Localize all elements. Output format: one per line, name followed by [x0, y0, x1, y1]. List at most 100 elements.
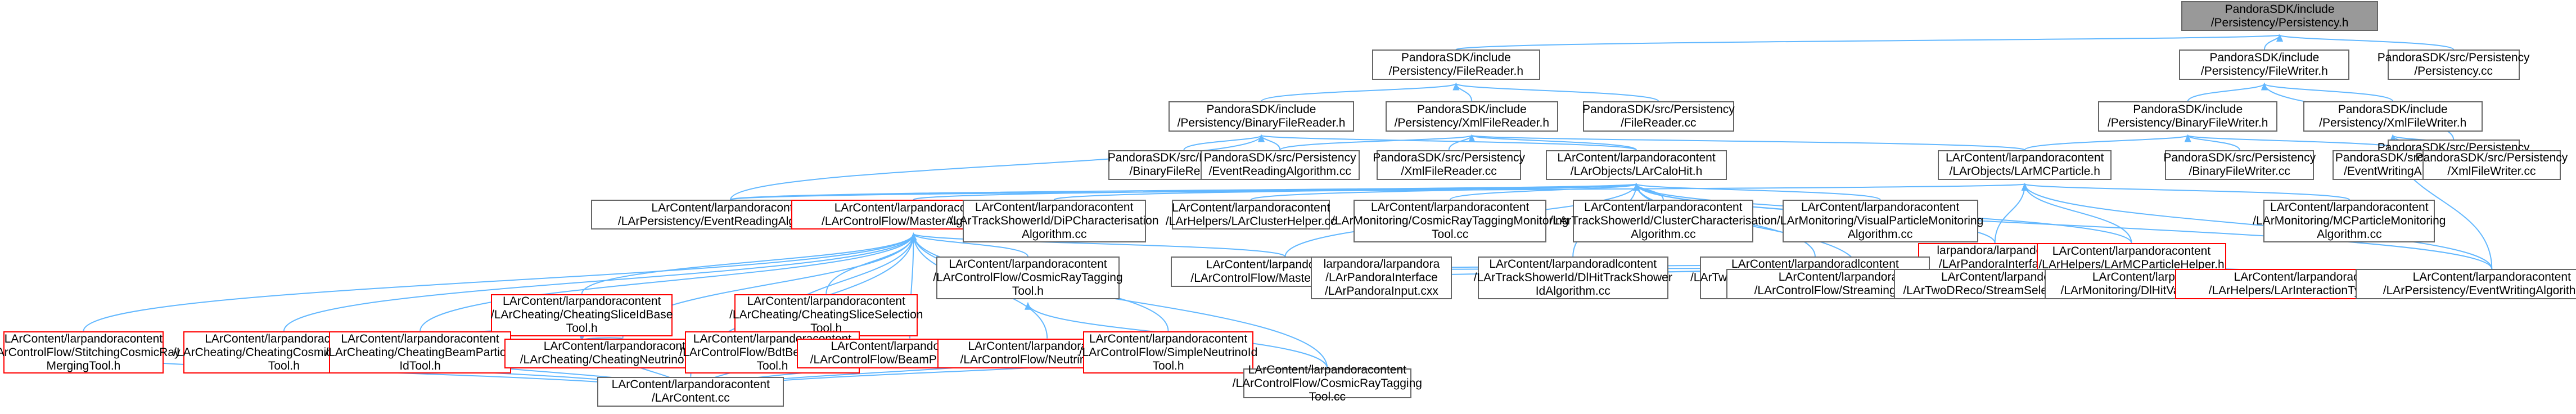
- node-label-line: PandoraSDK/src/Persistency: [2415, 151, 2568, 165]
- dependency-edge: [1994, 183, 2028, 244]
- node-label-line: LArContent/larpandoracontent: [747, 295, 905, 308]
- node-label-line: PandoraSDK/include: [1206, 102, 1316, 116]
- dependency-edge: [2022, 183, 2350, 201]
- node-label-line: PandoraSDK/src/Persistency: [1373, 151, 1526, 165]
- node-label-line: Tool.h: [1152, 359, 1184, 372]
- dependency-edge: [730, 183, 2027, 201]
- dependency-edge: [1279, 134, 1475, 151]
- node-label-line: /LArCheating/CheatingBeamParticle: [325, 345, 515, 359]
- node-label-line: /LArPersistency/EventReadingAlgorithm.cc: [617, 214, 843, 228]
- graph-node-persistency-h: PandoraSDK/include/Persistency/Persisten…: [2181, 1, 2378, 32]
- node-label-line: LArContent/larpandoracontent: [2270, 200, 2429, 214]
- graph-node-cosmicraytagging-h[interactable]: LArContent/larpandoracontent/LArControlF…: [933, 256, 1123, 299]
- node-label-line: PandoraSDK/src/Persistency: [1582, 102, 1735, 116]
- dependency-edge: [2261, 82, 2394, 102]
- node-label-line: /LArContent.cc: [651, 392, 730, 405]
- graph-node-cosmicraytagging-cc[interactable]: LArContent/larpandoracontent/LArControlF…: [1233, 363, 1422, 403]
- graph-node-cheatingneutrinoid-h[interactable]: LArContent/larpandoracontent/LArCheating…: [504, 338, 742, 369]
- node-label-line: Algorithm.cc: [1631, 227, 1696, 241]
- node-label-line: /LArCheating/CheatingSliceIdBase: [491, 308, 673, 322]
- node-label-line: /FileReader.cc: [1621, 116, 1697, 129]
- graph-node-dipcharacterisation-cc[interactable]: LArContent/larpandoracontent/LArTrackSho…: [950, 200, 1159, 242]
- graph-node-binaryfilewriter-cc[interactable]: PandoraSDK/src/Persistency/BinaryFileWri…: [2163, 150, 2316, 181]
- graph-node-filewriter-h[interactable]: PandoraSDK/include/Persistency/FileWrite…: [2179, 50, 2350, 80]
- node-label-line: Algorithm.cc: [1021, 227, 1087, 241]
- node-label-line: /XmlFileReader.cc: [1401, 165, 1497, 178]
- graph-node-visualparticlemonitoring-cc[interactable]: LArContent/larpandoracontent/LArMonitori…: [1777, 200, 1983, 242]
- node-label-line: IdAlgorithm.cc: [1535, 285, 1610, 298]
- dependency-edge: [1258, 134, 1637, 151]
- graph-node-clustercharacterisation-cc[interactable]: LArContent/larpandoracontent/LArTrackSho…: [1550, 200, 1777, 242]
- node-label-line: /LArPandoraInterface: [1938, 258, 2051, 271]
- graph-node-dlhittrackshower-cc[interactable]: LArContent/larpandoradlcontent/LArTrackS…: [1474, 256, 1672, 299]
- node-label-line: PandoraSDK/src/Persistency: [1203, 151, 1356, 165]
- graph-node-cheatingsliceselection-h[interactable]: LArContent/larpandoracontent/LArCheating…: [729, 294, 923, 336]
- graph-node-xmlfilereader-cc[interactable]: PandoraSDK/src/Persistency/XmlFileReader…: [1373, 150, 1525, 181]
- node-label-line: /EventReadingAlgorithm.cc: [1208, 165, 1351, 178]
- graph-node-cosmicraytaggingmonitoring-cc[interactable]: LArContent/larpandoracontent/LArMonitori…: [1332, 200, 1568, 242]
- node-label-line: /Persistency.cc: [2414, 64, 2493, 78]
- node-label-line: LArContent/larpandoradlcontent: [1731, 258, 1899, 271]
- node-label-line: LArContent/larpandoracontent: [1584, 200, 1743, 214]
- dependency-edge: [2024, 134, 2191, 151]
- graph-node-cheatingbeamparticle-h[interactable]: LArContent/larpandoracontent/LArCheating…: [325, 331, 515, 374]
- node-label-line: /LArControlFlow/SimpleNeutrinoId: [1079, 345, 1258, 359]
- node-label-line: LArContent/larpandoracontent: [1089, 332, 1248, 345]
- node-label-line: PandoraSDK/include: [2133, 102, 2243, 116]
- graph-node-cheatingslicebase-h[interactable]: LArContent/larpandoracontent/LArCheating…: [491, 294, 673, 336]
- graph-node-larcontent-cc[interactable]: LArContent/larpandoracontent/LArContent.…: [597, 376, 784, 407]
- dependency-edge: [2021, 183, 2493, 269]
- graph-node-larclusterhelper-cc[interactable]: LArContent/larpandoracontent/LArHelpers/…: [1166, 200, 1336, 230]
- node-label-line: LArContent/larpandoracontent: [975, 200, 1134, 214]
- graph-node-larpandorainput-cxx[interactable]: larpandora/larpandora/LArPandoraInterfac…: [1311, 256, 1452, 299]
- node-label-line: PandoraSDK/include: [2338, 102, 2448, 116]
- graph-node-larmcparticlehelper-h[interactable]: LArContent/larpandoracontent/LArHelpers/…: [2036, 243, 2227, 273]
- node-label-line: LArContent/larpandoracontent: [651, 201, 810, 214]
- node-label-line: /LArMonitoring/CosmicRayTaggingMonitorin…: [1332, 214, 1569, 227]
- graph-node-lararcaltpc-h[interactable]: LArContent/larpandoracontent/LArObjects/…: [1545, 150, 1727, 181]
- node-label-line: Algorithm.cc: [1847, 227, 1913, 241]
- graph-node-xmlfilereader-h[interactable]: PandoraSDK/include/Persistency/XmlFileRe…: [1385, 101, 1558, 132]
- graph-node-simpleneutrinoid-h[interactable]: LArContent/larpandoracontent/LArControlF…: [1079, 331, 1257, 374]
- node-label-line: /LArTrackShowerId/DlHitTrackShower: [1473, 271, 1672, 285]
- node-label-line: LArContent/larpandoracontent: [1801, 200, 1960, 214]
- node-label-line: LArContent/larpandoracontent: [341, 332, 499, 345]
- node-label-line: PandoraSDK/include: [2225, 2, 2335, 16]
- node-label-line: Tool.cc: [1432, 227, 1469, 241]
- node-label-line: /LArControlFlow/CosmicRayTagging: [1232, 376, 1422, 390]
- graph-node-eventreadingalgorithm-cc[interactable]: PandoraSDK/src/Persistency/EventReadingA…: [1200, 150, 1360, 181]
- node-label-line: /LArTrackShowerId/ClusterCharacterisatio…: [1549, 214, 1777, 227]
- node-label-line: /LArMonitoring/MCParticleMonitoring: [2253, 214, 2446, 227]
- graph-node-xmlfilewriter-cc[interactable]: PandoraSDK/src/Persistency/XmlFileWriter…: [2416, 150, 2568, 181]
- node-label-line: PandoraSDK/include: [2209, 51, 2320, 64]
- graph-node-mcparticlemonitoring-cc[interactable]: LArContent/larpandoracontent/LArMonitori…: [2253, 200, 2446, 242]
- node-label-line: /LArObjects/LArMCParticle.h: [1949, 165, 2100, 178]
- dependency-edge: [1469, 134, 2025, 151]
- graph-node-xmlfilewriter-h[interactable]: PandoraSDK/include/Persistency/XmlFileWr…: [2303, 101, 2483, 132]
- node-label-line: PandoraSDK/src/Persistency: [2377, 51, 2530, 64]
- graph-node-lar-eventwritingalgorithm-cc[interactable]: LArContent/larpandoracontent/LArPersiste…: [2356, 269, 2576, 299]
- node-label-line: PandoraSDK/include: [1401, 51, 1511, 64]
- node-label-line: LArContent/larpandoracontent: [834, 201, 993, 214]
- node-label-line: /Persistency/BinaryFileReader.h: [1177, 116, 1346, 129]
- dependency-edge: [1449, 183, 1640, 201]
- node-label-line: /LArCheating/CheatingSliceSelection: [729, 308, 923, 322]
- graph-node-stitchingcosmicraymerging-h[interactable]: LArContent/larpandoracontent/LArControlF…: [0, 331, 181, 374]
- graph-node-binaryfilewriter-h[interactable]: PandoraSDK/include/Persistency/BinaryFil…: [2098, 101, 2278, 132]
- graph-node-filereader-h[interactable]: PandoraSDK/include/Persistency/FileReade…: [1372, 50, 1541, 80]
- graph-node-filereader-cc[interactable]: PandoraSDK/src/Persistency/FileReader.cc: [1582, 101, 1735, 132]
- node-label-line: Tool.h: [566, 322, 598, 335]
- graph-node-larmcparticle-h[interactable]: LArContent/larpandoracontent/LArObjects/…: [1938, 150, 2112, 181]
- dependency-edge: [83, 232, 917, 331]
- dependency-edge: [1455, 34, 2282, 51]
- graph-node-binaryfilereader-h[interactable]: PandoraSDK/include/Persistency/BinaryFil…: [1169, 101, 1354, 132]
- dependency-edge: [1452, 82, 1659, 102]
- dependency-edge: [283, 232, 917, 331]
- node-label-line: LArContent/larpandoracontent: [503, 295, 661, 308]
- graph-node-persistency-cc[interactable]: PandoraSDK/src/Persistency/Persistency.c…: [2378, 50, 2530, 80]
- dependency-edge: [2276, 34, 2455, 51]
- node-label-line: /LArControlFlow/CosmicRayTagging: [933, 271, 1123, 285]
- node-label-line: /Persistency/XmlFileWriter.h: [2319, 116, 2467, 129]
- node-label-line: /BinaryFileWriter.cc: [2189, 165, 2290, 178]
